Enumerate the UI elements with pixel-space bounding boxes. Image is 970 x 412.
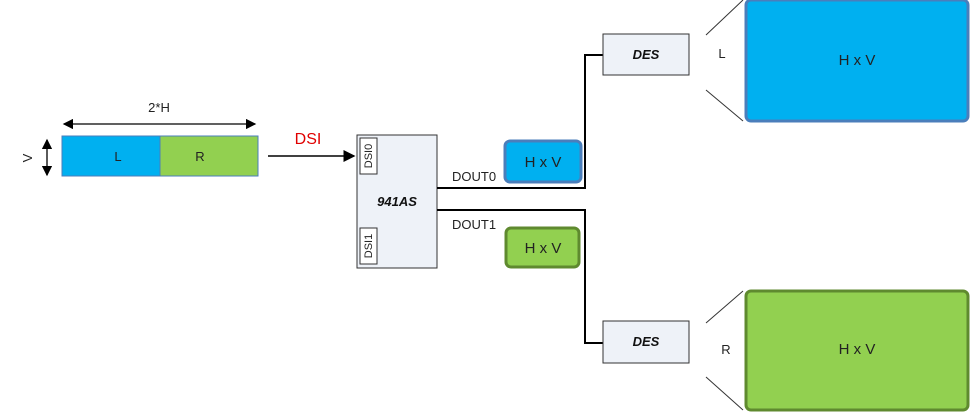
dout1-wire [437,209,603,344]
dout0-wire [437,54,603,189]
dsi1-port-label: DSI1 [363,234,375,258]
dsi-link: DSI [268,131,356,162]
stream0-label: H x V [525,154,562,171]
serializer-name: 941AS [377,194,417,209]
stream1-block [504,226,581,269]
dsi1-port [359,227,378,265]
des-bottom-box [602,320,690,364]
width-label: 2*H [148,100,170,115]
left-half-label: L [114,149,121,164]
dsi0-port [359,137,378,175]
deserializer-bottom: DES [602,320,690,364]
stream0-box: H x V [503,139,583,184]
input-frame: 2*H V L R [20,100,259,177]
deserializer-top: DES [602,33,690,76]
right-half-block [159,135,259,177]
display-top-label: H x V [839,52,876,69]
display-bottom-screen [744,289,970,412]
dsi0-port-label: DSI0 [363,144,375,168]
stream0-block [503,139,583,184]
display-bottom-side-label: R [721,342,730,357]
projection-lines [705,0,744,411]
stream1-box: H x V [504,226,581,269]
display-bottom-label: H x V [839,341,876,358]
dout0-label: DOUT0 [452,169,496,184]
des-top-box [602,33,690,76]
stream1-label: H x V [525,240,562,257]
height-label: V [20,153,35,162]
display-top-side-label: L [718,46,725,61]
des-top-label: DES [633,47,660,62]
serializer-941as: DSI0 DSI1 941AS [356,134,438,269]
display-top: H x V [744,0,970,123]
des-bottom-label: DES [633,334,660,349]
display-top-screen [744,0,970,123]
dsi-label: DSI [295,131,322,148]
left-half-block [61,135,161,177]
right-half-label: R [195,149,204,164]
dout1-label: DOUT1 [452,217,496,232]
wires [437,54,603,344]
display-bottom: H x V [744,289,970,412]
